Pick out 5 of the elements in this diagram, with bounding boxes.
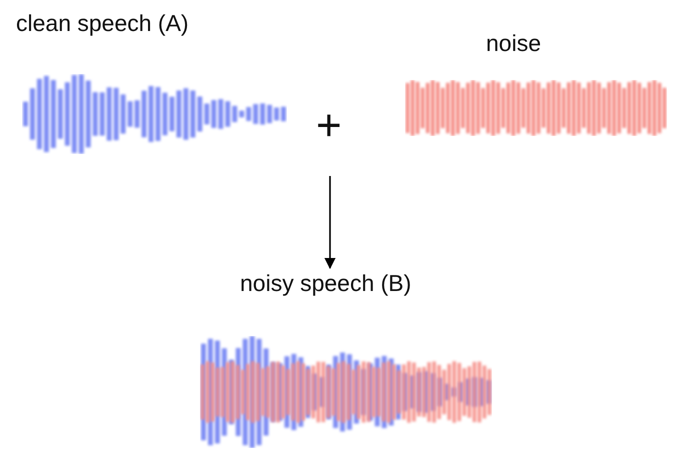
plus-sign: + <box>316 104 342 148</box>
arrow <box>324 176 336 270</box>
waveform-title: noisy speech (B) <box>240 270 412 297</box>
waveform-title: noise <box>486 30 541 57</box>
waveform-title: clean speech (A) <box>16 10 189 37</box>
